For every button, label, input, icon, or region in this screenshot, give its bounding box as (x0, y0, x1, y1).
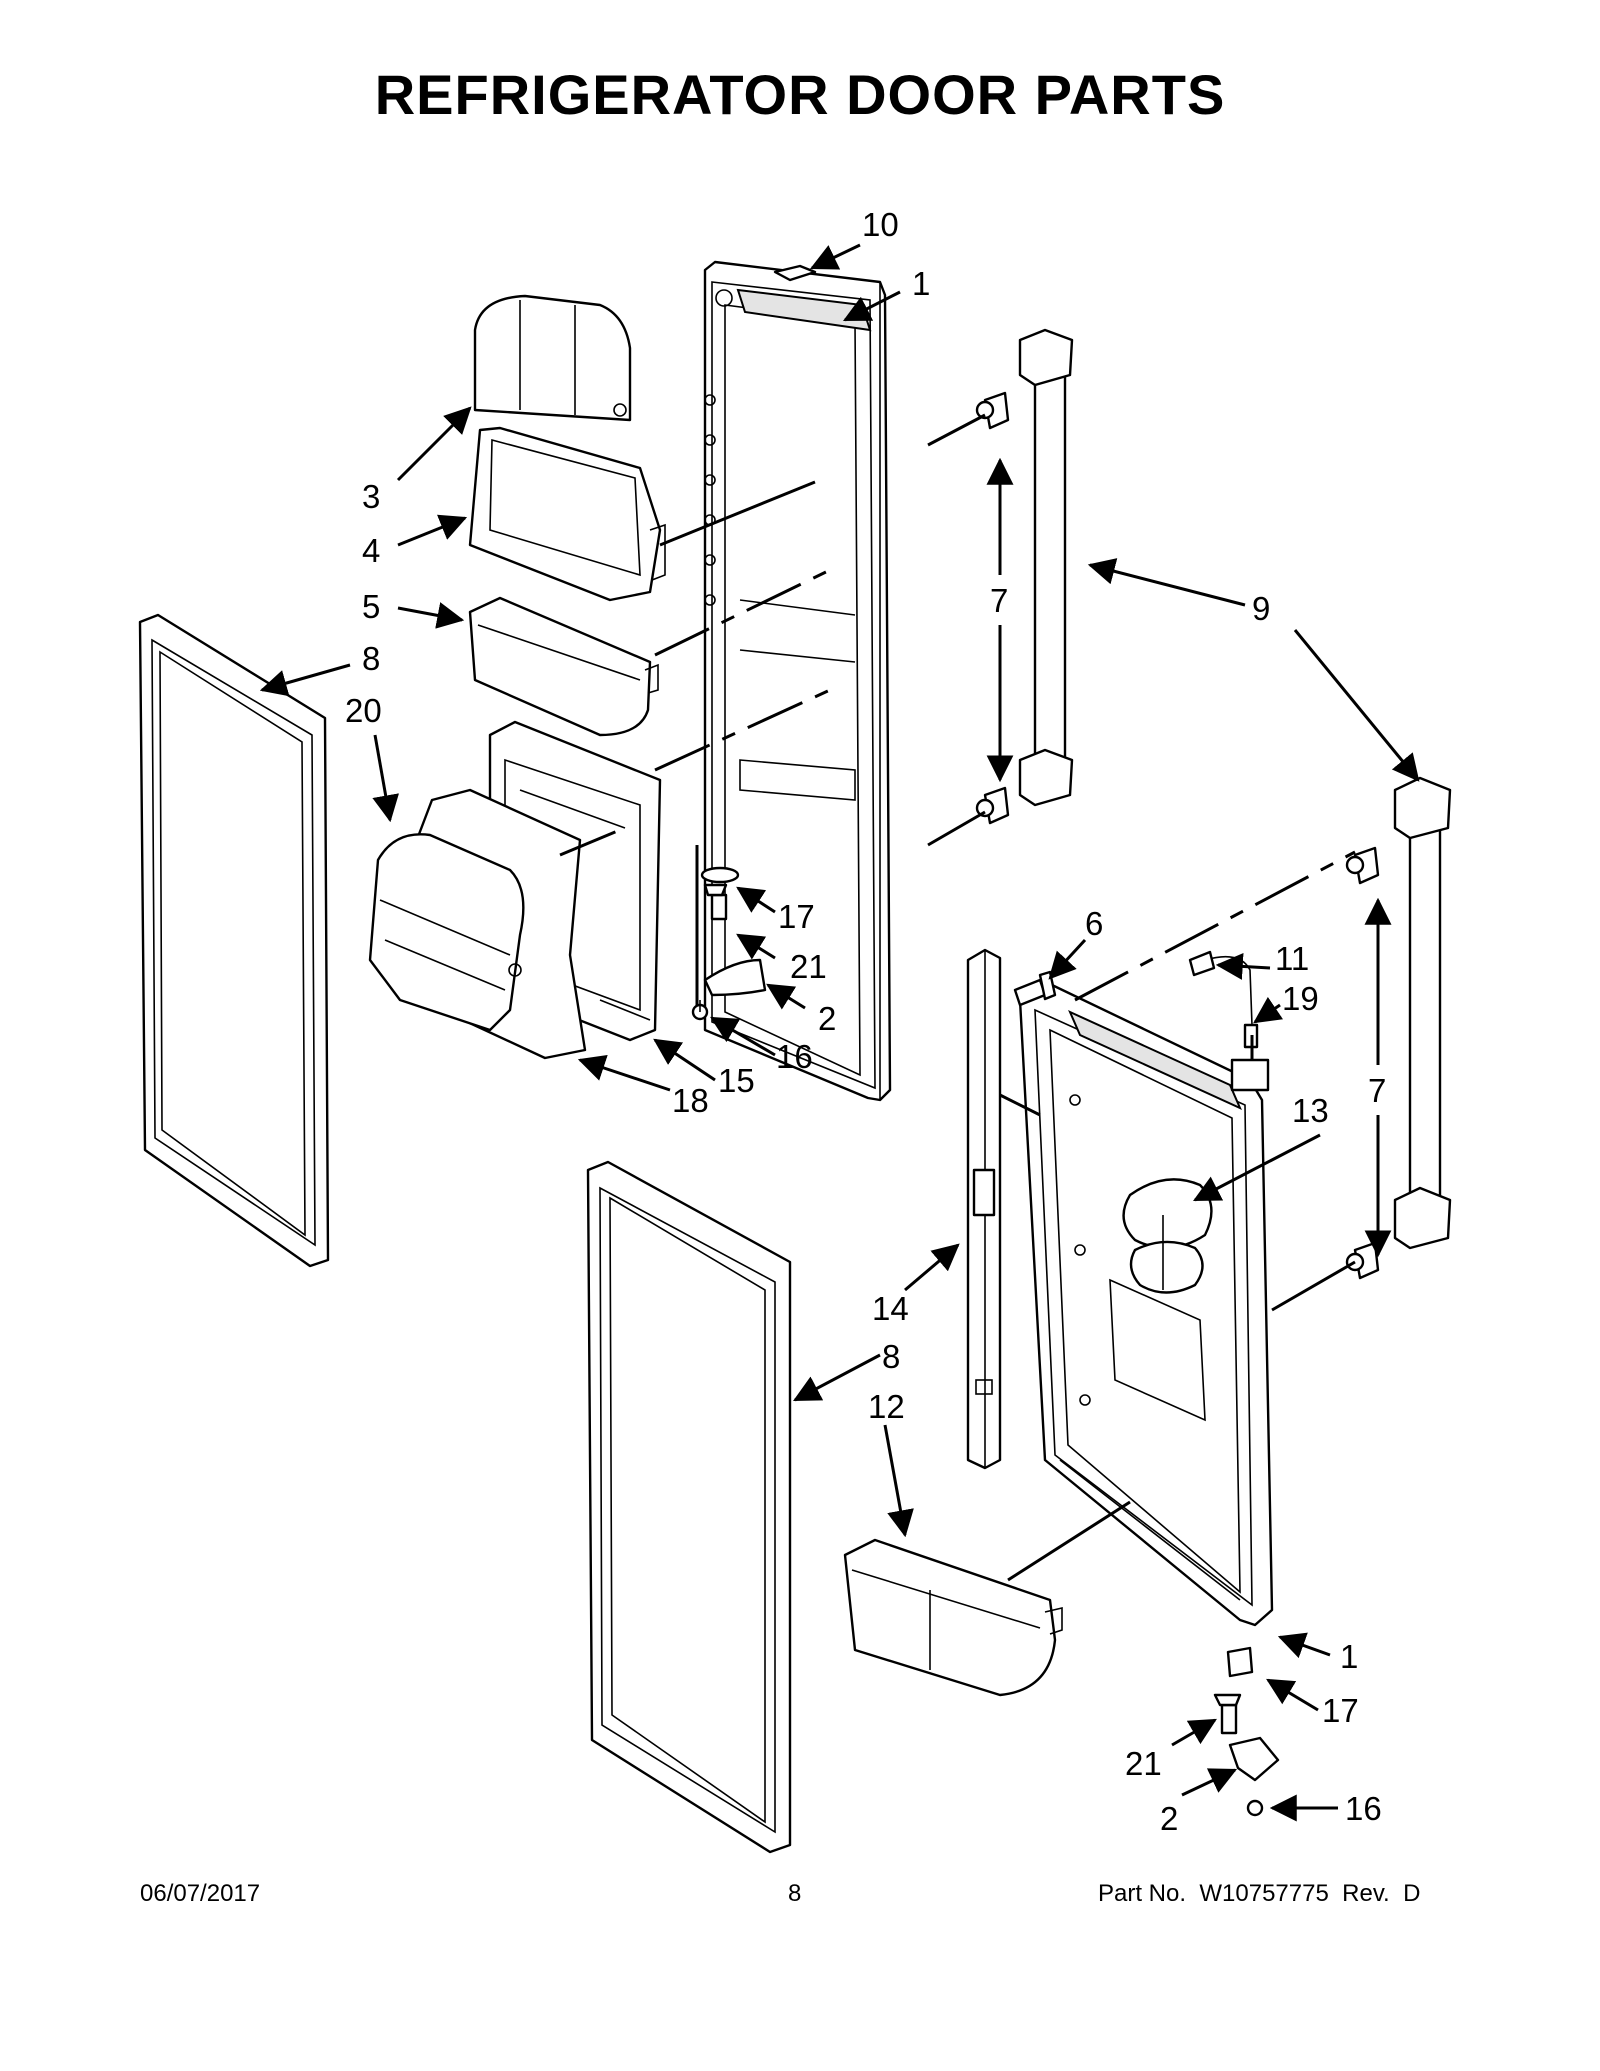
callout-5: 5 (362, 588, 380, 625)
upper-hinge-hardware (691, 866, 767, 1021)
callout-16-top: 16 (776, 1038, 813, 1075)
footer-date: 06/07/2017 (140, 1880, 261, 1907)
vertical-trim (966, 948, 1002, 1470)
callout-leaders (259, 243, 1420, 1822)
callout-8-top: 8 (362, 640, 380, 677)
callout-7-bottom: 7 (1368, 1072, 1386, 1109)
page-title: REFRIGERATOR DOOR PARTS (374, 63, 1226, 126)
bin-cover (473, 294, 632, 422)
door-gasket-upper (138, 613, 330, 1268)
ice-bin-assembly (368, 788, 587, 1060)
gasket-cap (773, 264, 817, 282)
footer-part-number: Part No. W10757775 Rev. D (1098, 1880, 1420, 1908)
callout-16-bottom: 16 (1345, 1790, 1382, 1827)
callout-13: 13 (1292, 1092, 1329, 1129)
callout-10: 10 (862, 206, 899, 243)
assembly-lines (559, 413, 1356, 1582)
callout-labels: 10 1 3 4 5 8 20 7 9 17 21 2 16 15 18 6 1… (345, 206, 1386, 1837)
door-bin-lower (843, 1538, 1063, 1697)
callout-17-top: 17 (778, 898, 815, 935)
footer-part-label: Part No. (1098, 1880, 1187, 1907)
footer-rev-value: D (1403, 1880, 1421, 1907)
callout-8-bottom: 8 (882, 1338, 900, 1375)
callout-17-bottom: 17 (1322, 1692, 1359, 1729)
callout-6: 6 (1085, 905, 1103, 942)
callout-2-bottom: 2 (1160, 1800, 1178, 1837)
callout-19: 19 (1282, 980, 1319, 1017)
callout-3: 3 (362, 478, 380, 515)
callout-1-bottom: 1 (1340, 1638, 1358, 1675)
callout-21-top: 21 (790, 948, 827, 985)
callout-14: 14 (872, 1290, 909, 1327)
callout-12: 12 (868, 1388, 905, 1425)
right-door-liner (1018, 983, 1274, 1627)
footer-rev-label: Rev. (1342, 1880, 1390, 1907)
footer-part-value: W10757775 (1199, 1880, 1329, 1907)
callout-4: 4 (362, 532, 380, 569)
callout-7-top: 7 (990, 582, 1008, 619)
callout-2-top: 2 (818, 1000, 836, 1037)
callout-18: 18 (672, 1082, 709, 1119)
callout-20: 20 (345, 692, 382, 729)
door-bin-upper (468, 426, 666, 602)
callout-11: 11 (1275, 940, 1309, 977)
door-handle-lower (1345, 776, 1452, 1280)
door-gasket-lower (586, 1160, 792, 1854)
door-handle-upper (975, 328, 1074, 825)
footer-page-number: 8 (788, 1880, 802, 1907)
lower-hinge-hardware (1213, 1646, 1280, 1817)
door-bin-small (468, 596, 659, 737)
callout-15: 15 (718, 1062, 755, 1099)
callout-21-bottom: 21 (1125, 1745, 1162, 1782)
dispenser-funnel (1122, 1178, 1213, 1294)
callout-9: 9 (1252, 590, 1270, 627)
callout-1-top: 1 (912, 265, 930, 302)
